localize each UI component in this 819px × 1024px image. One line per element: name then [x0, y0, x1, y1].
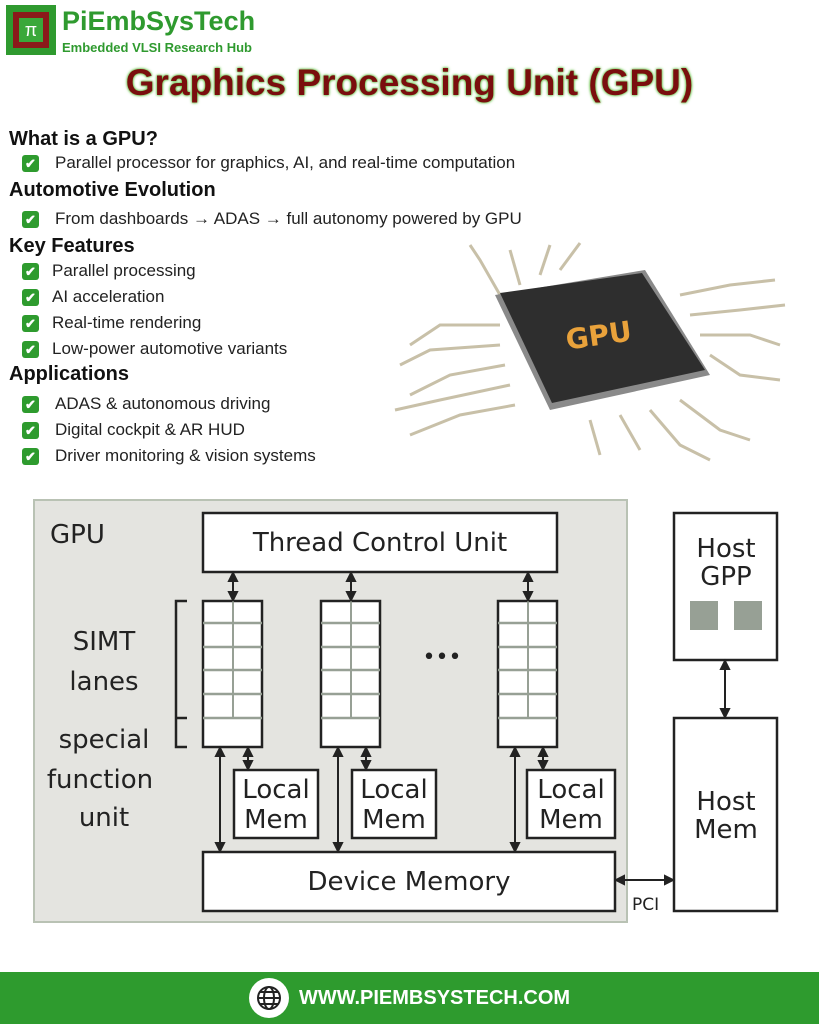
host-mem	[672, 716, 779, 913]
local-mem	[525, 768, 617, 840]
list-item-text: ADAS & autonomous driving	[55, 394, 271, 413]
heading-automotive-evolution: Automotive Evolution	[9, 179, 216, 201]
logo: π	[6, 5, 56, 55]
check-icon: ✔	[22, 262, 39, 280]
list-item: ✔ Real-time rendering	[22, 313, 201, 333]
gpu-chip-image: GPU	[394, 242, 786, 462]
check-icon: ✔	[22, 447, 39, 465]
list-item: ✔ ADAS & autonomous driving	[22, 394, 270, 414]
lanes-label: lanes	[69, 667, 138, 697]
list-item: ✔ Parallel processing	[22, 261, 196, 281]
function-label: function	[47, 765, 153, 795]
bracket	[174, 599, 187, 749]
gpu-label: GPU	[50, 520, 105, 550]
check-icon: ✔	[22, 340, 39, 358]
list-item-text: Parallel processing	[52, 261, 196, 280]
check-icon: ✔	[22, 288, 39, 306]
host-mem-label-1: Host	[696, 787, 755, 817]
list-item: ✔ Low-power automotive variants	[22, 339, 287, 359]
check-icon: ✔	[22, 210, 39, 228]
list-item: ✔ Parallel processor for graphics, AI, an…	[22, 153, 515, 173]
unit-label: unit	[79, 803, 129, 833]
heading-what-is-gpu: What is a GPU?	[9, 128, 158, 150]
list-item-text: From dashboards → ADAS → full autonomy p…	[55, 209, 522, 228]
pci-label: PCI	[632, 895, 659, 915]
list-item-text: Low-power automotive variants	[52, 339, 288, 358]
check-icon: ✔	[22, 395, 39, 413]
host-gpp-label-1: Host	[696, 534, 755, 564]
ellipsis: •••	[423, 645, 462, 670]
local-mem-label: Mem	[244, 805, 308, 835]
thread-control-label: Thread Control Unit	[252, 528, 507, 558]
list-item-text: Driver monitoring & vision systems	[55, 446, 316, 465]
device-memory-label: Device Memory	[308, 867, 511, 897]
gpu-architecture-diagram: GPU Thread Control Unit SIMT lanes speci…	[33, 499, 779, 923]
list-item-text: Digital cockpit & AR HUD	[55, 420, 245, 439]
globe-icon	[248, 978, 289, 1018]
list-item-text: Real-time rendering	[52, 313, 202, 332]
local-mem	[232, 768, 320, 840]
host-gpp	[672, 511, 779, 662]
brand-tagline: Embedded VLSI Research Hub	[62, 40, 252, 55]
heading-key-features: Key Features	[9, 235, 135, 257]
list-item: ✔ From dashboards → ADAS → full autonomy …	[22, 209, 522, 229]
check-icon: ✔	[22, 314, 39, 332]
list-item: ✔ Digital cockpit & AR HUD	[22, 420, 245, 440]
local-mem-label: Local	[242, 775, 309, 805]
brand-name: PiEmbSysTech	[62, 6, 256, 36]
local-mem-label: Local	[360, 775, 427, 805]
website-link[interactable]: WWW.PIEMBSYSTECH.COM	[298, 986, 571, 1009]
list-item: ✔ AI acceleration	[22, 287, 164, 307]
host-gpp-label-2: GPP	[700, 562, 752, 592]
local-mem-label: Mem	[539, 805, 603, 835]
local-mem	[350, 768, 438, 840]
check-icon: ✔	[22, 154, 39, 172]
check-icon: ✔	[22, 421, 39, 439]
footer: WWW.PIEMBSYSTECH.COM	[0, 972, 819, 1024]
local-mem-label: Mem	[362, 805, 426, 835]
heading-applications: Applications	[9, 363, 130, 385]
thread-control-unit	[201, 511, 559, 574]
list-item-text: AI acceleration	[52, 287, 165, 306]
list-item: ✔ Driver monitoring & vision systems	[22, 446, 316, 466]
simt-label: SIMT	[73, 627, 136, 657]
list-item-text: Parallel processor for graphics, AI, and…	[55, 153, 516, 172]
device-memory	[201, 850, 617, 913]
page-title: Graphics Processing Unit (GPU)	[125, 62, 694, 103]
local-mem-label: Local	[537, 775, 604, 805]
special-label: special	[59, 725, 150, 755]
host-mem-label-2: Mem	[694, 815, 758, 845]
